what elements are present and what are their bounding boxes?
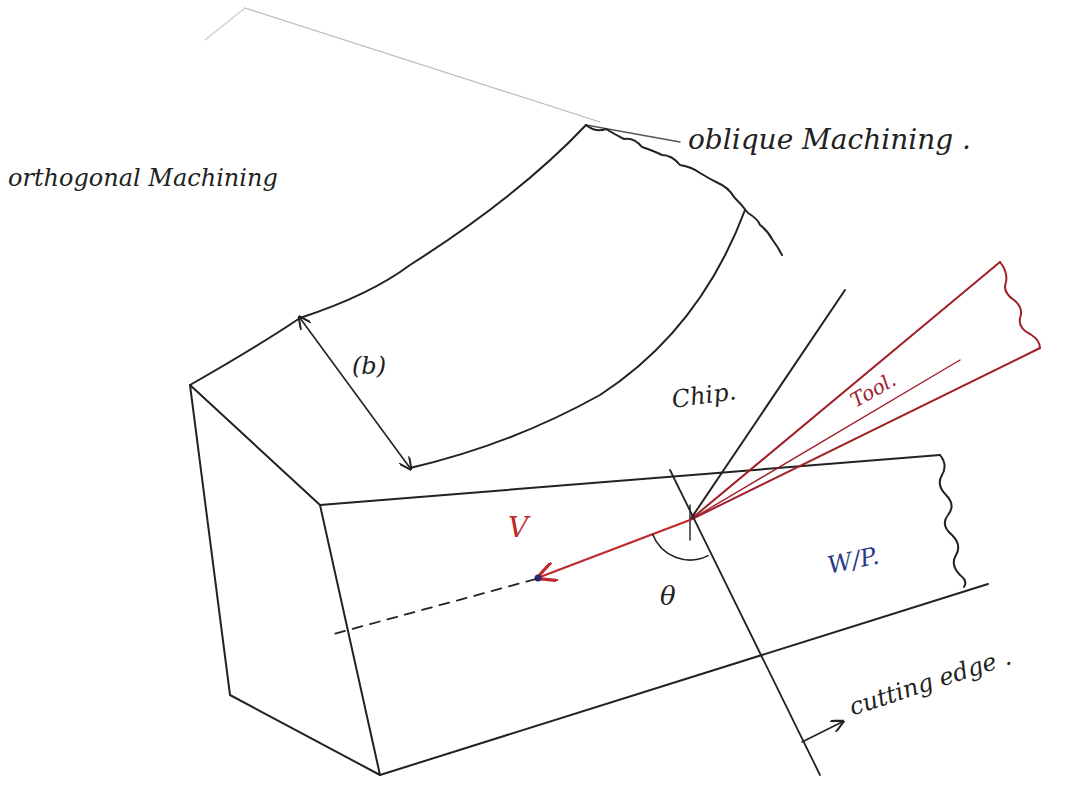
leader-arrow <box>802 722 842 742</box>
tool-break <box>1000 262 1040 348</box>
angle-arc <box>653 534 708 560</box>
tool-flank <box>690 348 1040 520</box>
tick-line <box>689 505 690 540</box>
symbol-label: V <box>508 513 528 544</box>
workpiece-top-edge <box>320 455 940 505</box>
part-label: Tool. <box>847 368 900 411</box>
heading-label: oblique Machining . <box>688 125 971 156</box>
workpiece-end-face <box>190 385 380 775</box>
dashed-line <box>330 579 536 635</box>
faint-line <box>245 8 600 122</box>
velocity-arrow <box>540 520 690 577</box>
part-label: W/P. <box>825 542 881 579</box>
width-dimension <box>300 318 410 468</box>
cutting-edge-line <box>670 470 820 775</box>
callout-label: cutting edge . <box>846 643 1015 720</box>
velocity-dot <box>535 575 542 582</box>
part-label: Chip. <box>670 378 738 413</box>
symbol-label: θ <box>660 582 676 611</box>
chip-inner-curve <box>410 210 745 468</box>
faint-line <box>205 8 245 40</box>
workpiece-break <box>940 455 966 587</box>
dimension-label: (b) <box>352 353 386 379</box>
heading-label: orthogonal Machining <box>8 165 278 191</box>
